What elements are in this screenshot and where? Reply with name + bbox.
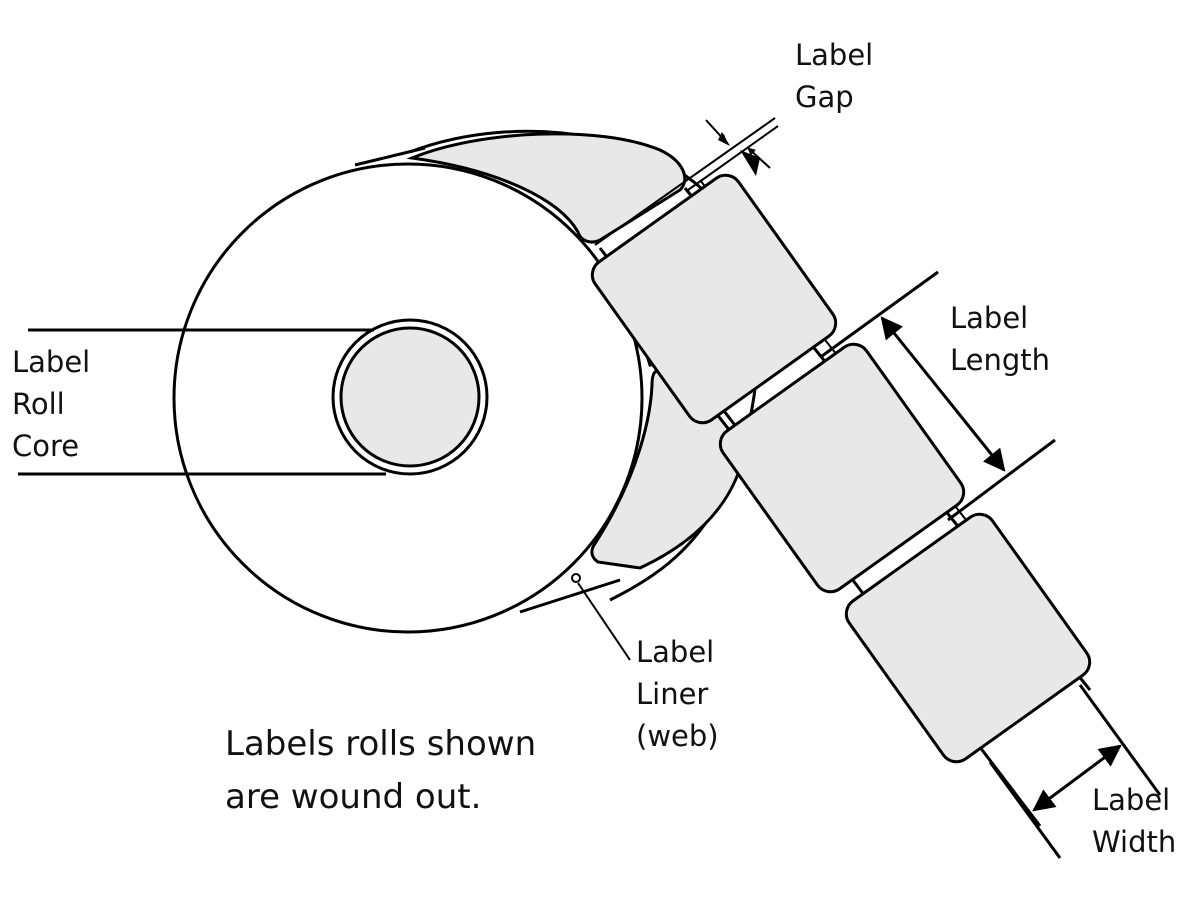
callout-label-gap-line2: Gap [795, 80, 854, 114]
width-ext-left [988, 761, 1062, 859]
roll-top-edge [354, 146, 426, 167]
callout-label-liner: Label Liner (web) [636, 635, 719, 753]
wound-out-note-line1: Labels rolls shown [225, 724, 536, 764]
web-label [844, 512, 1092, 764]
liner-leader-line [577, 582, 631, 661]
length-ext-bottom [947, 438, 1056, 522]
callout-label-length-line2: Length [950, 343, 1050, 377]
callout-label-roll-core: Label Roll Core [12, 345, 90, 463]
gap-line-b [687, 125, 779, 191]
wound-label-top [406, 132, 687, 244]
callout-label-width: Label Width [1092, 783, 1176, 859]
liner-dot [571, 573, 581, 583]
width-ext-right [1078, 684, 1162, 796]
callout-label-width-line1: Label [1092, 783, 1170, 817]
length-ext-top [821, 270, 939, 358]
label-width-dimension [988, 684, 1162, 859]
callout-label-roll-core-line2: Roll [12, 387, 65, 421]
label-gap-dimension [705, 119, 771, 176]
roll-core-inner [339, 326, 481, 468]
label-length-dimension [821, 270, 1056, 522]
gap-arrowhead-left [718, 132, 730, 146]
callout-label-roll-core-line3: Core [12, 429, 79, 463]
wound-out-note: Labels rolls shown are wound out. [225, 724, 536, 817]
callout-label-roll-core-line1: Label [12, 345, 90, 379]
label-roll [172, 129, 760, 634]
core-leader-lines [18, 328, 386, 476]
callout-label-gap-line1: Label [795, 38, 873, 72]
roll-bottom-edge [519, 578, 621, 614]
wound-out-note-line2: are wound out. [225, 777, 481, 817]
length-arrow [880, 316, 1006, 472]
gap-line-a [594, 117, 776, 246]
callout-label-gap: Label Gap [795, 38, 873, 114]
width-arrow [1032, 744, 1122, 812]
gap-arrowhead-right [740, 150, 760, 176]
callout-label-length: Label Length [950, 301, 1050, 377]
callout-label-liner-line1: Label [636, 635, 714, 669]
callout-label-width-line2: Width [1092, 825, 1176, 859]
callout-label-length-line1: Label [950, 301, 1028, 335]
callout-label-liner-line2: Liner [636, 677, 708, 711]
web-label [590, 173, 838, 425]
callout-label-liner-line3: (web) [636, 719, 719, 753]
